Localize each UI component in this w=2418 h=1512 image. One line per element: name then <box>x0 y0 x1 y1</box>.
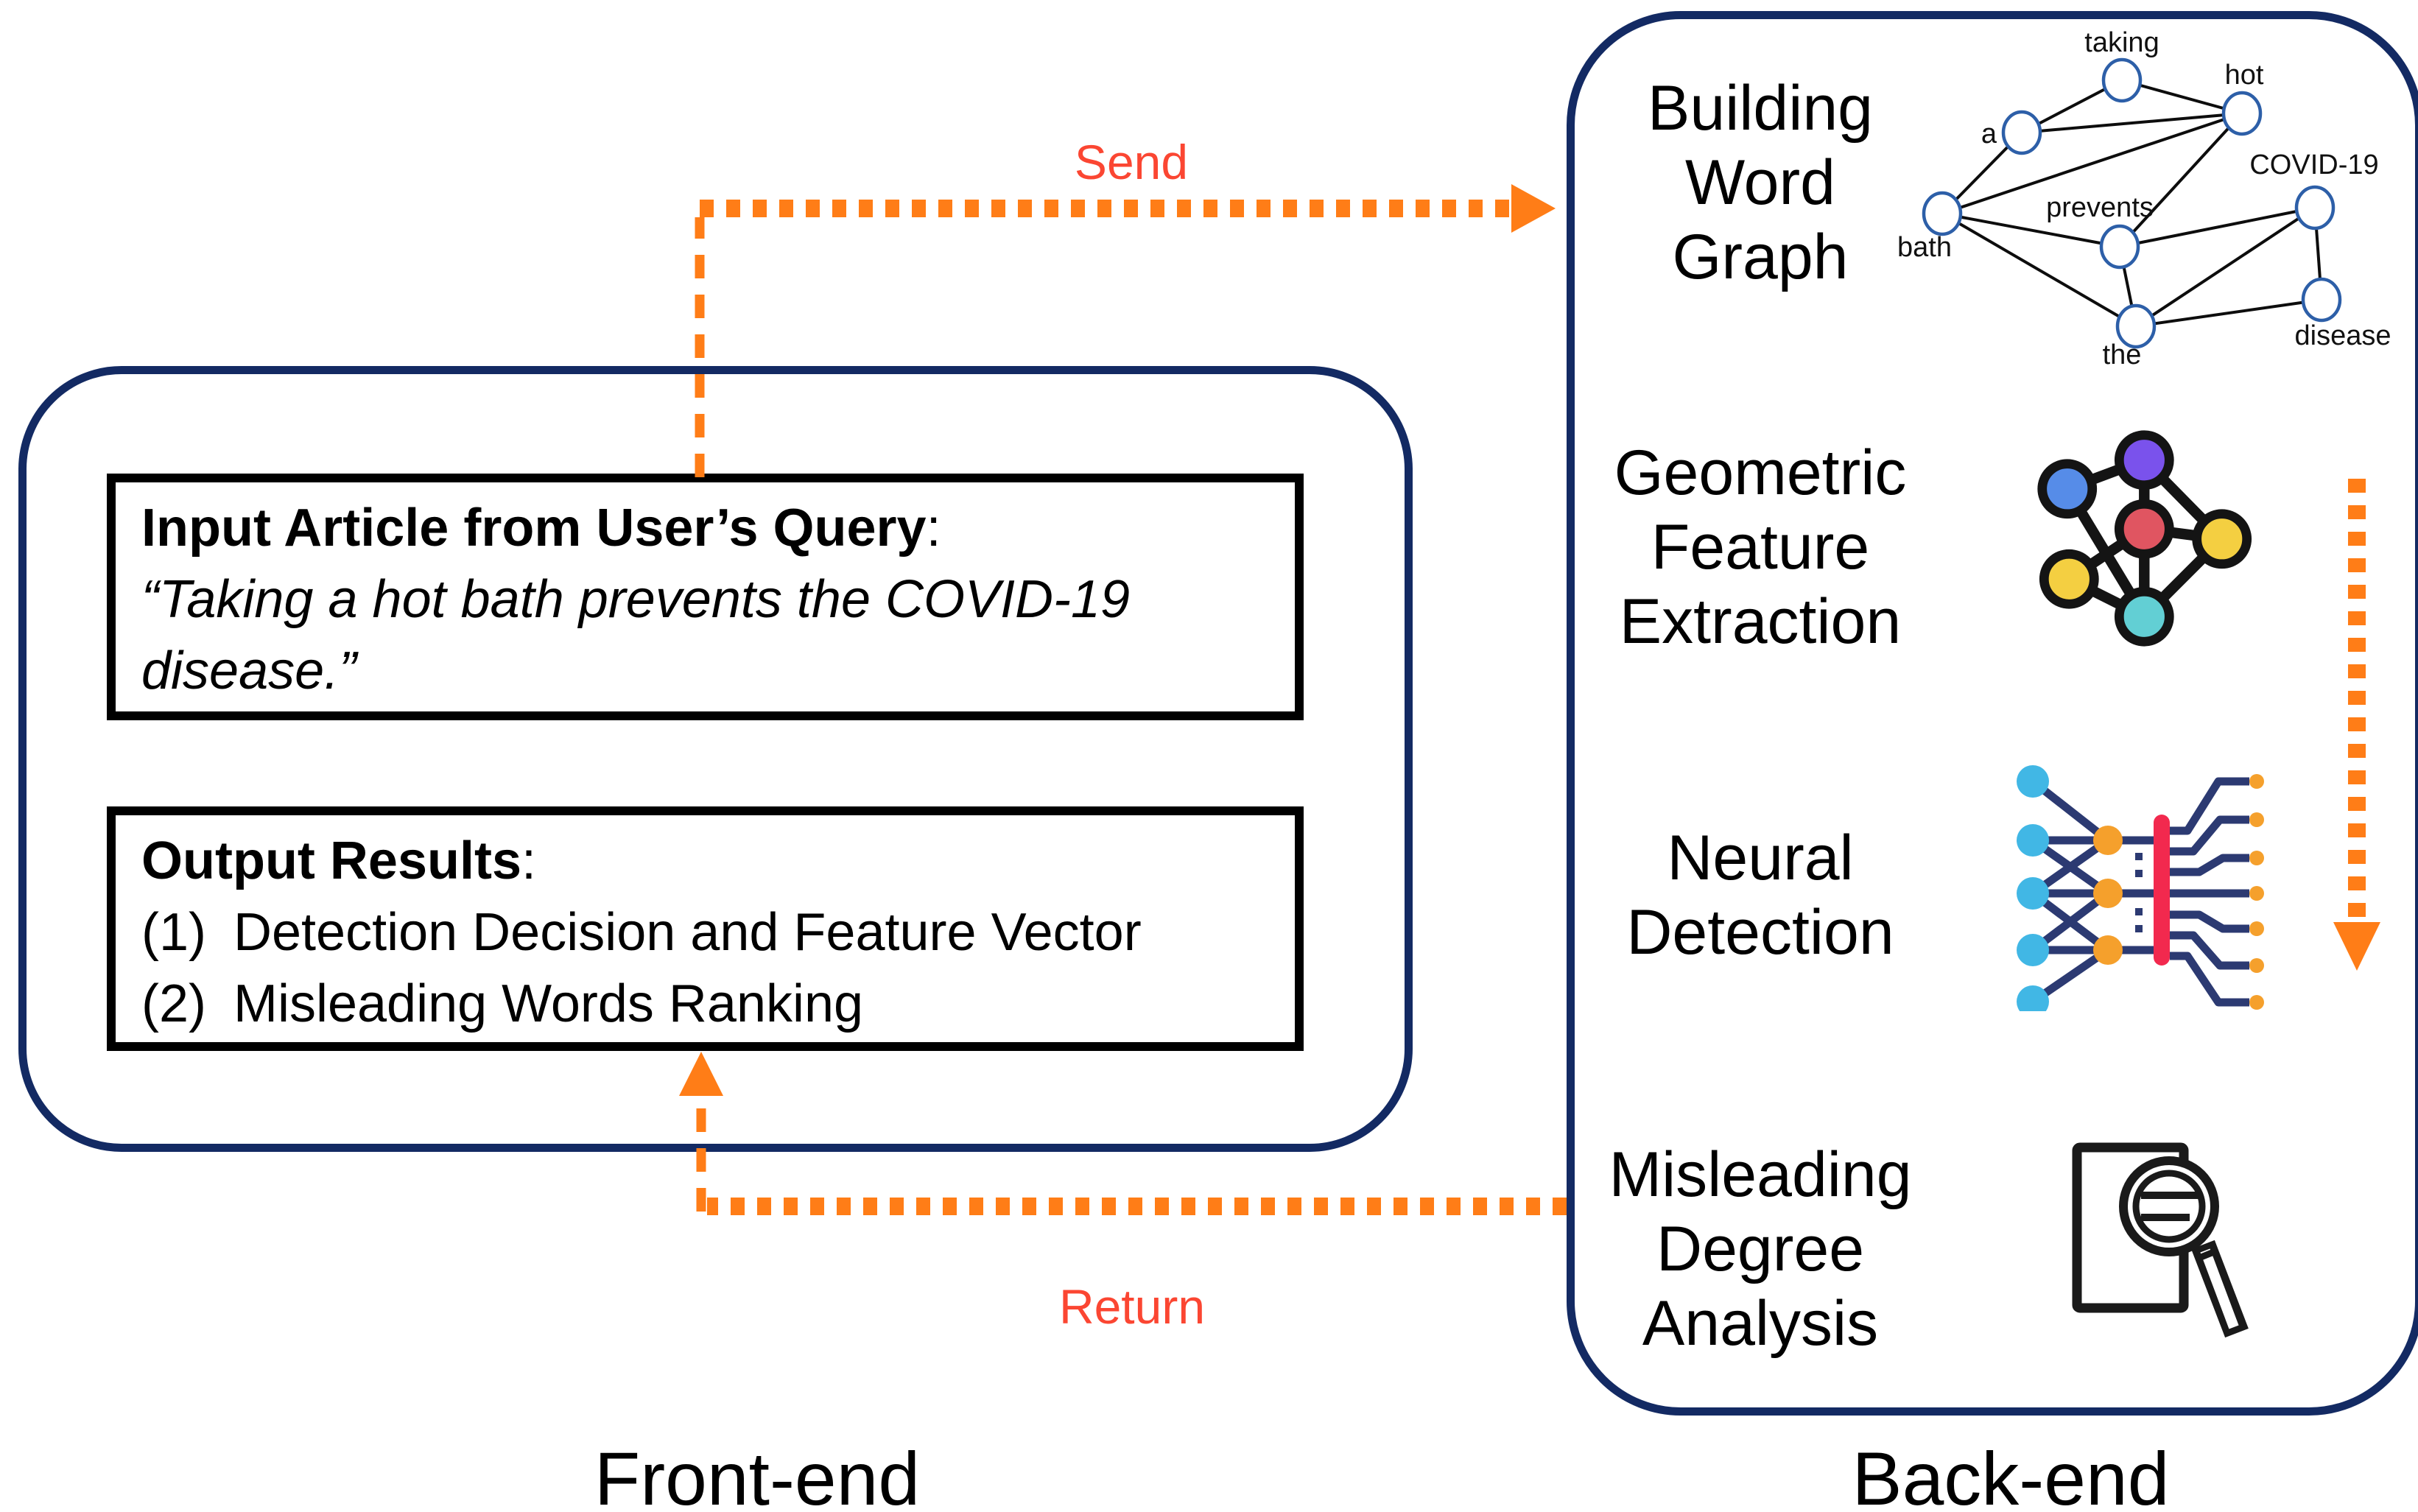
word-graph-edge <box>2121 79 2243 115</box>
step-label-line: Neural <box>1667 823 1854 893</box>
word-graph-edge <box>1941 212 2120 248</box>
word-graph-edge <box>2118 112 2243 248</box>
frontend-container <box>18 366 1413 1152</box>
word-graph-node <box>2001 110 2042 155</box>
output-results-box: Output Results: (1) Detection Decision a… <box>107 806 1304 1051</box>
word-graph-node <box>2101 57 2143 103</box>
input-box-title: Input Article from User’s Query: <box>141 493 1269 564</box>
word-graph-icon: taking hot a bath COVID-19 prevents the disease <box>1897 27 2391 370</box>
word-graph-node-label: a <box>1981 119 1997 150</box>
word-graph-edge <box>1941 112 2243 215</box>
word-graph-node <box>2294 185 2336 231</box>
document-magnifier-icon <box>2072 1142 2249 1338</box>
step-label-line: Analysis <box>1642 1288 1879 1359</box>
result-number: (1) <box>141 903 206 962</box>
word-graph-node-label: disease <box>2295 320 2391 351</box>
input-box-title-colon: : <box>926 499 941 558</box>
output-box-title-text: Output Results <box>141 831 521 890</box>
step-label-line: Geometric <box>1614 437 1907 508</box>
backend-section-label: Back-end <box>1852 1437 2170 1512</box>
return-label: Return <box>1058 1279 1206 1334</box>
step-label-misleading-degree-analysis: Misleading Degree Analysis <box>1584 1138 1937 1361</box>
word-graph-node <box>2301 277 2342 323</box>
word-graph-edge <box>2119 206 2316 248</box>
step-label-line: Word <box>1685 147 1835 218</box>
step-label-neural-detection: Neural Detection <box>1584 821 1937 970</box>
input-article-box: Input Article from User’s Query: “Taking… <box>107 474 1304 720</box>
result-number: (2) <box>141 974 206 1033</box>
word-graph-node <box>2115 303 2157 349</box>
step-label-geometric-feature-extraction: Geometric Feature Extraction <box>1584 436 1937 659</box>
step-label-line: Feature <box>1651 512 1870 583</box>
frontend-section-label: Front-end <box>594 1437 921 1512</box>
word-graph-node <box>2099 224 2140 270</box>
step-label-line: Graph <box>1672 222 1849 292</box>
step-label-line: Detection <box>1626 897 1894 968</box>
word-graph-node-label: prevents <box>2046 192 2154 223</box>
word-graph-node-label: bath <box>1897 232 1952 263</box>
neural-network-icon <box>2017 765 2264 1011</box>
word-graph-node-label: the <box>2103 340 2142 370</box>
word-graph-node <box>1922 191 1963 236</box>
input-box-title-text: Input Article from User’s Query <box>141 499 927 558</box>
word-graph-edge <box>2135 298 2322 328</box>
word-graph-edge <box>2134 206 2316 328</box>
output-box-title-colon: : <box>521 831 537 890</box>
network-graph-icon <box>2037 430 2252 647</box>
result-text: Misleading Words Ranking <box>233 974 864 1033</box>
word-graph-edge <box>2021 112 2243 134</box>
result-text: Detection Decision and Feature Vector <box>233 903 1142 962</box>
word-graph-node-label: COVID-19 <box>2249 150 2378 180</box>
step-label-line: Degree <box>1656 1214 1865 1284</box>
word-graph-node-label: taking <box>2084 27 2159 58</box>
word-graph-edge <box>1941 212 2137 328</box>
output-result-item: (2) Misleading Words Ranking <box>141 968 1269 1040</box>
backend-container <box>1567 11 2418 1416</box>
input-article-quote: “Taking a hot bath prevents the COVID-19… <box>141 570 1131 700</box>
word-graph-node-label: hot <box>2225 60 2264 91</box>
send-label: Send <box>1074 135 1189 189</box>
return-arrowhead <box>679 1052 723 1096</box>
step-label-building-word-graph: Building Word Graph <box>1584 71 1937 295</box>
step-label-line: Building <box>1648 73 1873 144</box>
backend-flow-arrowhead <box>2333 922 2380 971</box>
word-graph-node <box>2221 91 2263 136</box>
output-result-item: (1) Detection Decision and Feature Vecto… <box>141 897 1269 968</box>
send-arrowhead <box>1511 184 1556 233</box>
step-label-line: Extraction <box>1619 586 1902 657</box>
step-label-line: Misleading <box>1609 1139 1912 1210</box>
output-box-title: Output Results: <box>141 826 1269 897</box>
